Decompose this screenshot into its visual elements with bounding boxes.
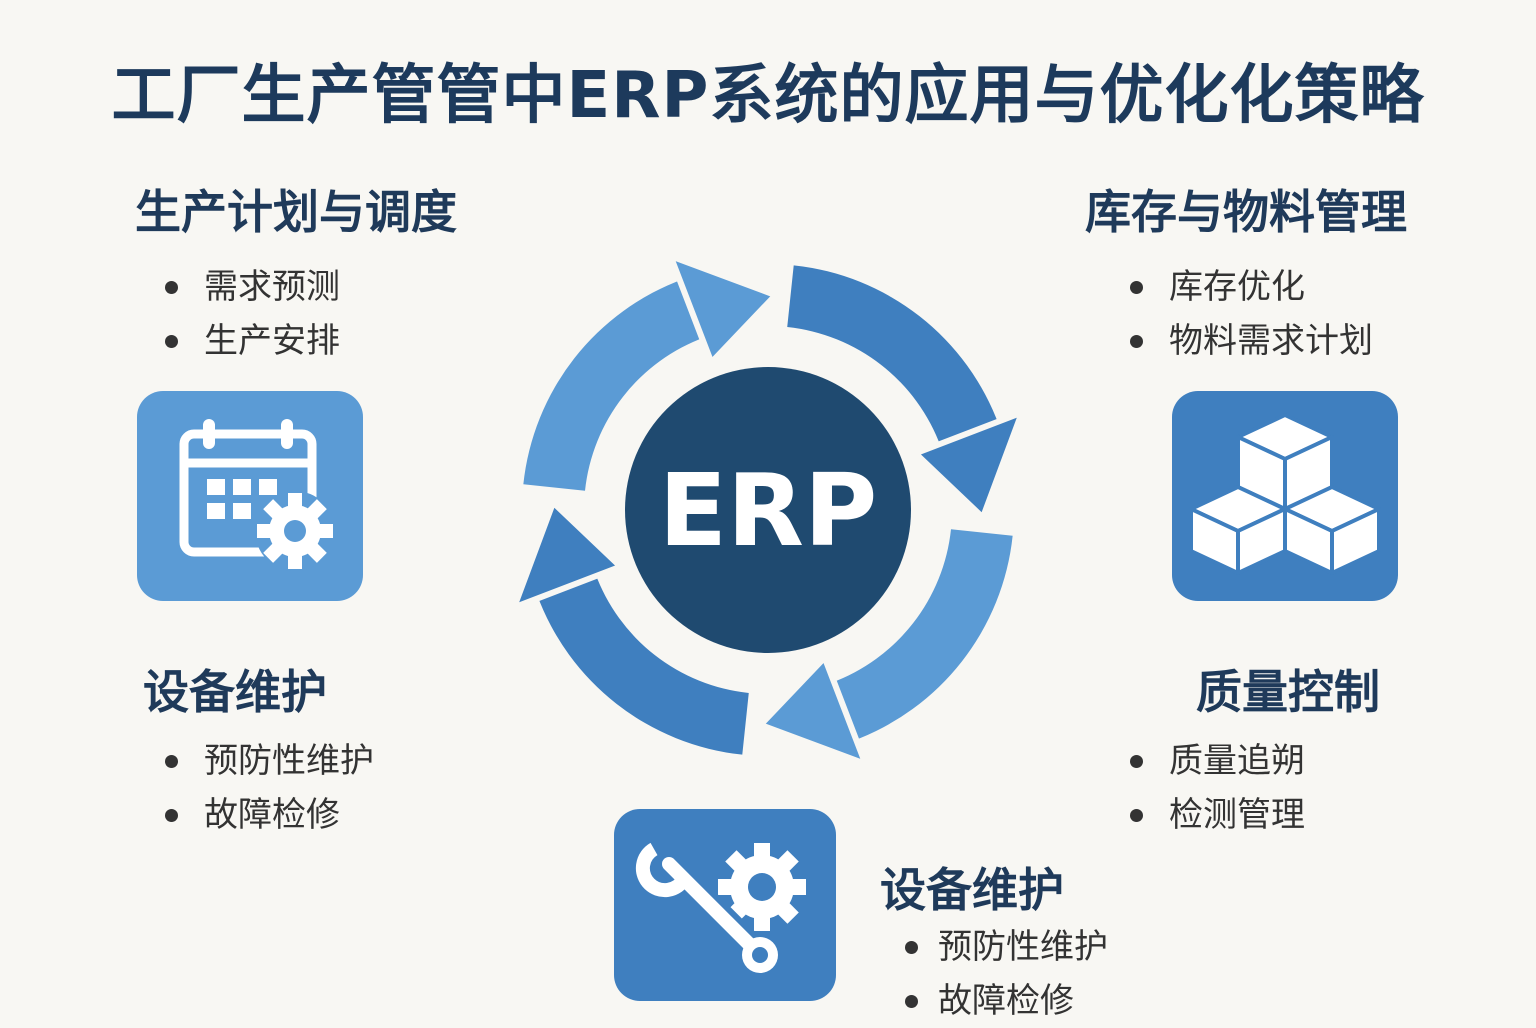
list-item: 需求预测 (165, 260, 340, 314)
quality-list: 质量追朔 检测管理 (1130, 734, 1305, 842)
erp-center-label: ERP (659, 452, 878, 569)
bullet-icon (905, 994, 918, 1008)
bullet-icon (165, 754, 178, 768)
list-item: 故障检修 (905, 974, 1108, 1028)
cycle-arrowhead-icon (667, 253, 779, 366)
item-text: 质量追朔 (1169, 741, 1305, 781)
maintenance-heading: 设备维护 (143, 665, 327, 719)
list-item: 检测管理 (1130, 788, 1305, 842)
cycle-arrow-body (523, 278, 706, 491)
bullet-icon (905, 940, 918, 954)
list-item: 故障检修 (165, 788, 374, 842)
cycle-arrowhead-icon (757, 654, 869, 767)
list-item: 质量追朔 (1130, 734, 1305, 788)
cubes-icon (1172, 391, 1398, 601)
planning-list: 需求预测 生产安排 (165, 260, 340, 368)
cycle-arrow-body (830, 529, 1013, 742)
maintenance-bottom-heading: 设备维护 (880, 863, 1064, 917)
wrench-gear-icon (614, 809, 836, 1001)
maintenance-bottom-list: 预防性维护 故障检修 (905, 920, 1108, 1028)
item-text: 物料需求计划 (1169, 321, 1373, 361)
maintenance-list: 预防性维护 故障检修 (165, 734, 374, 842)
page-title: 工厂生产管管中ERP系统的应用与优化化策略 (111, 59, 1425, 133)
item-text: 故障检修 (204, 795, 340, 835)
bullet-icon (165, 280, 178, 294)
bullet-icon (165, 808, 178, 822)
item-text: 检测管理 (1169, 795, 1305, 835)
item-text: 预防性维护 (938, 927, 1108, 967)
list-item: 生产安排 (165, 314, 340, 368)
list-item: 物料需求计划 (1130, 314, 1373, 368)
cycle-arrow-body (787, 265, 1000, 448)
erp-center-circle (625, 367, 911, 653)
cycle-arrowhead-icon (511, 499, 624, 611)
bullet-icon (1130, 808, 1143, 822)
planning-heading: 生产计划与调度 (135, 185, 457, 239)
quality-heading: 质量控制 (1196, 665, 1380, 719)
item-text: 生产安排 (204, 321, 340, 361)
cycle-arrowhead-icon (912, 409, 1025, 521)
item-text: 故障检修 (938, 981, 1074, 1021)
item-text: 需求预测 (204, 267, 340, 307)
list-item: 预防性维护 (165, 734, 374, 788)
item-text: 预防性维护 (204, 741, 374, 781)
bullet-icon (1130, 754, 1143, 768)
bullet-icon (1130, 280, 1143, 294)
item-text: 库存优化 (1169, 267, 1305, 307)
list-item: 库存优化 (1130, 260, 1373, 314)
cycle-arrow-body (536, 572, 749, 755)
inventory-list: 库存优化 物料需求计划 (1130, 260, 1373, 368)
bullet-icon (165, 334, 178, 348)
bullet-icon (1130, 334, 1143, 348)
list-item: 预防性维护 (905, 920, 1108, 974)
calendar-gear-icon (137, 391, 363, 601)
inventory-heading: 库存与物料管理 (1085, 185, 1407, 239)
